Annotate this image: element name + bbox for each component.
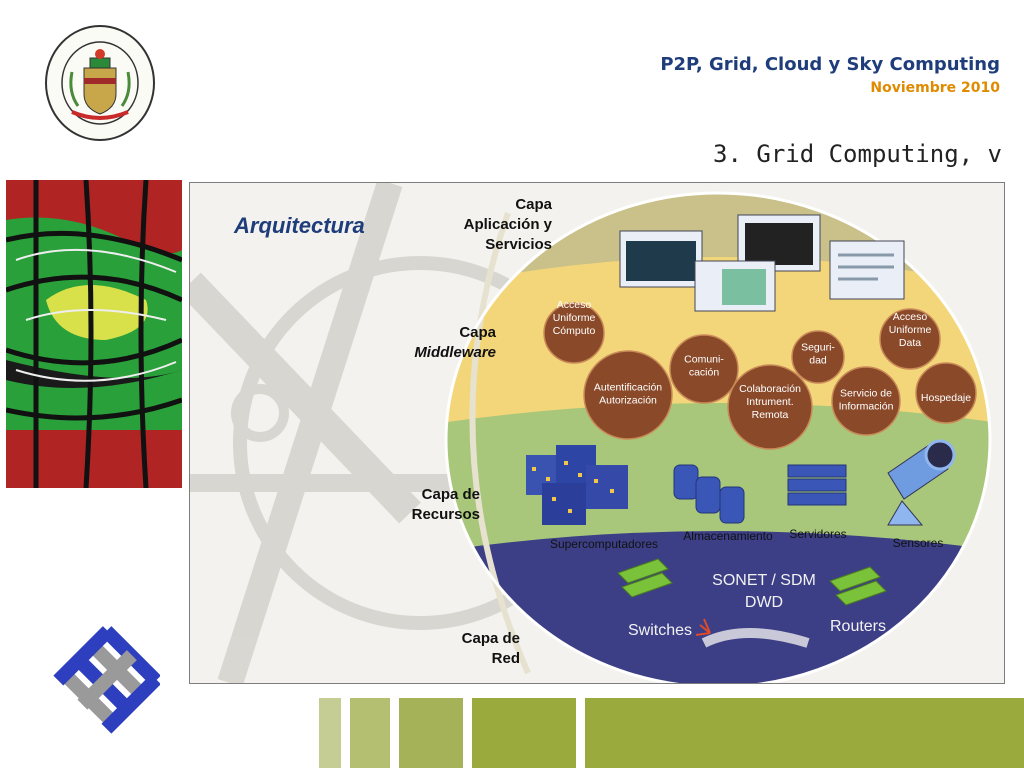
storage-icon — [673, 464, 745, 524]
layer-label-line: Red — [491, 650, 520, 667]
stained-glass-image — [6, 180, 182, 488]
layer-label-line: Recursos — [411, 506, 480, 523]
label-servers: Servidores — [789, 527, 846, 541]
routers-icon — [829, 566, 887, 606]
service-bubble-label: Colaboración — [739, 383, 801, 395]
course-title: P2P, Grid, Cloud y Sky Computing — [660, 54, 1000, 75]
label-switches: Switches — [628, 622, 692, 639]
footer-bar — [319, 698, 341, 768]
service-bubble-label: Autorización — [599, 395, 657, 407]
label-routers: Routers — [830, 618, 886, 635]
sensor-telescope-icon — [887, 439, 956, 526]
layer-label-line: Capa de — [461, 630, 520, 647]
layer-label-line: Servicios — [485, 236, 552, 253]
layer-label-application: Capa Aplicación y Servicios — [464, 195, 552, 255]
service-bubble-label: Servicio de — [840, 388, 892, 400]
service-bubble-label: Acceso — [893, 311, 928, 323]
service-bubble-label: cación — [689, 367, 720, 379]
footer-bar — [399, 698, 463, 768]
diagram-heading: Arquitectura — [234, 213, 365, 238]
service-bubble-label: Autentificación — [594, 382, 662, 394]
layer-label-middleware: Capa Middleware — [414, 323, 496, 363]
supercomputers-icon — [526, 445, 628, 525]
university-seal-logo — [45, 25, 155, 141]
layer-label-line: Capa — [459, 324, 496, 341]
service-bubble-label: Remota — [752, 409, 789, 421]
service-bubble-label: Hospedaje — [921, 392, 971, 404]
switches-icon — [617, 558, 673, 598]
institution-logo — [53, 626, 160, 734]
fiber-cables-icon — [695, 618, 810, 648]
service-bubble-label: dad — [809, 355, 827, 367]
layer-label-line: Aplicación y — [463, 216, 552, 233]
service-bubble-label: Uniforme — [553, 312, 596, 324]
layer-label-italic: Middleware — [414, 344, 496, 361]
application-windows-icon — [619, 214, 905, 312]
service-bubble-label: Acceso — [557, 299, 592, 311]
label-storage: Almacenamiento — [683, 529, 773, 543]
network-tech-line2: DWD — [745, 594, 783, 611]
footer-bar — [585, 698, 1024, 768]
service-bubble-label: Seguri- — [801, 342, 835, 354]
service-bubble-label: Comuni- — [684, 354, 724, 366]
service-bubble-label: Uniforme — [889, 324, 932, 336]
grid-layers-diagram: AccesoUniformeCómputoAutentificaciónAuto… — [190, 183, 992, 683]
label-sensors: Sensores — [893, 536, 944, 550]
layer-label-network: Capa de Red — [462, 629, 520, 669]
label-supercomputers: Supercomputadores — [550, 537, 658, 551]
network-tech-line1: SONET / SDM — [712, 572, 816, 589]
service-bubble-label: Información — [839, 401, 894, 413]
footer-bar — [350, 698, 390, 768]
service-bubble-label: Intrument. — [746, 396, 793, 408]
layer-label-line: Middleware — [414, 343, 496, 363]
layer-label-line: Capa de — [421, 486, 480, 503]
layer-label-resources: Capa de Recursos — [412, 485, 480, 525]
layer-label-line: Capa — [515, 196, 552, 213]
service-bubble-label: Cómputo — [553, 325, 596, 337]
footer-bar — [472, 698, 576, 768]
slide-title: 3. Grid Computing, v — [713, 140, 1002, 168]
service-labels: AccesoUniformeCómputoAutentificaciónAuto… — [553, 299, 972, 421]
presentation-date: Noviembre 2010 — [870, 80, 1000, 96]
service-bubble-label: Data — [899, 337, 921, 349]
servers-icon — [787, 464, 847, 506]
